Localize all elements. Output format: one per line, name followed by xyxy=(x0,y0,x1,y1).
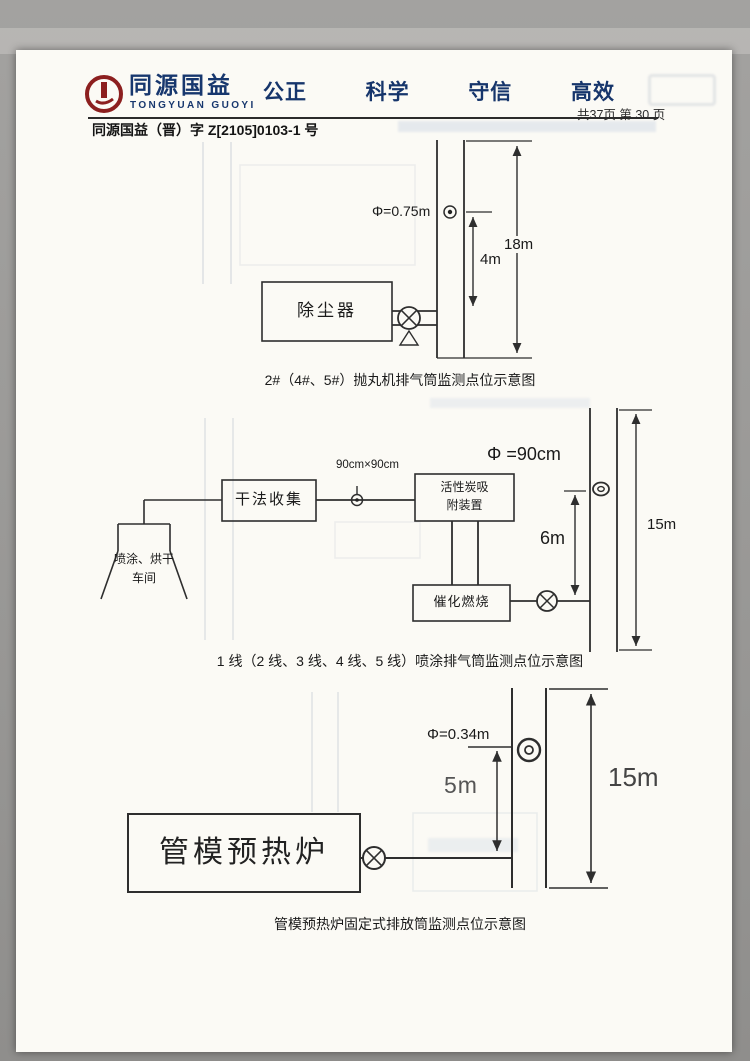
stack-height-label: 15m xyxy=(606,762,661,793)
stack-height-label: 15m xyxy=(645,516,679,534)
slogan-word: 科学 xyxy=(365,81,410,104)
stack-diameter-label: Φ =90cm xyxy=(487,444,561,464)
document-number: 同源国益（晋）字 Z[2105]0103-1 号 xyxy=(92,122,319,138)
stack-diameter-label: Φ=0.34m xyxy=(427,726,490,743)
workshop-label-line1: 喷涂、烘干 xyxy=(113,552,174,566)
duct-size-label: 90cm×90cm xyxy=(336,459,399,471)
stack-height-label: 18m xyxy=(502,236,536,254)
diagram2-caption: 1 线（2 线、3 线、4 线、5 线）喷涂排气筒监测点位示意图 xyxy=(216,653,584,669)
company-name-en: TONGYUAN GUOYI xyxy=(130,100,256,111)
bleedthrough-logo xyxy=(648,74,716,106)
slogan-word: 高效 xyxy=(570,81,615,104)
dry-collection-label: 干法收集 xyxy=(234,491,303,508)
activated-carbon-label-line1: 活性炭吸 xyxy=(440,480,489,494)
port-height-label: 5m xyxy=(444,772,478,798)
activated-carbon-label-line2: 附装置 xyxy=(446,498,483,512)
diagram1-caption: 2#（4#、5#）抛丸机排气筒监测点位示意图 xyxy=(264,372,536,388)
header-divider xyxy=(88,117,658,119)
bleedthrough-text-row xyxy=(398,121,656,132)
catalytic-combustion-label: 催化燃烧 xyxy=(433,594,490,609)
paper-sheet xyxy=(16,50,732,1052)
scanner-edge-strip xyxy=(0,28,750,54)
stack-diameter-label: Φ=0.75m xyxy=(372,203,431,219)
bleedthrough-text-row xyxy=(430,398,590,408)
diagram3-caption: 管模预热炉固定式排放筒监测点位示意图 xyxy=(274,916,526,932)
port-height-label: 4m xyxy=(478,251,503,269)
company-name: 同源国益 xyxy=(129,72,233,98)
slogan-word: 守信 xyxy=(468,81,513,104)
port-height-label: 6m xyxy=(540,528,566,548)
slogan-word: 公正 xyxy=(263,81,307,104)
workshop-label-line2: 车间 xyxy=(131,571,156,585)
bleedthrough-text-row xyxy=(428,838,518,852)
page-number-info: 共37页 第 30 页 xyxy=(577,108,666,122)
furnace-label: 管模预热炉 xyxy=(159,836,329,869)
company-slogan: 公正 科学 守信 高效 xyxy=(263,76,615,106)
dust-collector-label: 除尘器 xyxy=(297,301,357,320)
